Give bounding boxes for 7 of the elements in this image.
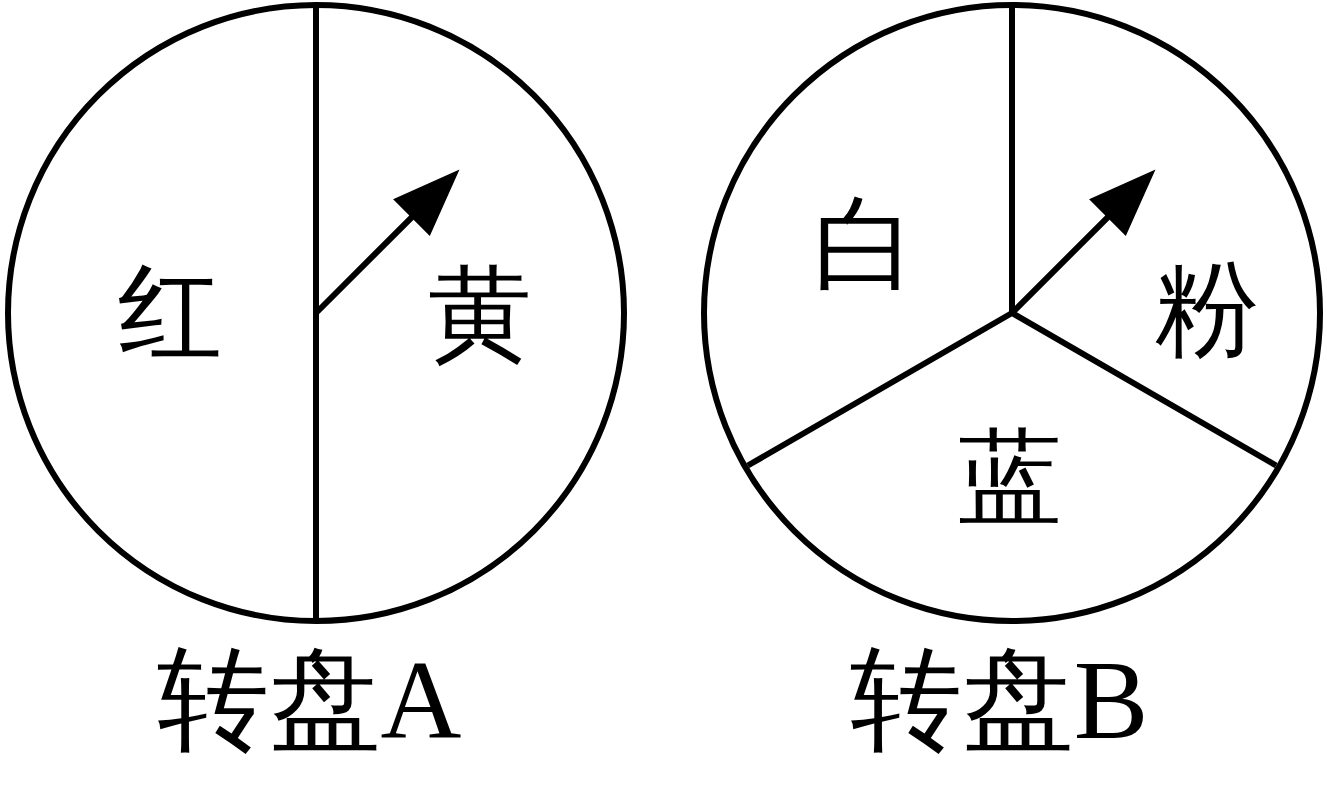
sector-label: 蓝 [958, 426, 1062, 530]
sector-label: 黄 [428, 263, 532, 367]
sector-label: 粉 [1155, 258, 1259, 362]
spinner-caption: 转盘A [156, 644, 462, 756]
spinner-caption: 转盘B [849, 644, 1149, 756]
sector-label: 白 [813, 193, 917, 297]
sector-label: 红 [118, 261, 222, 365]
